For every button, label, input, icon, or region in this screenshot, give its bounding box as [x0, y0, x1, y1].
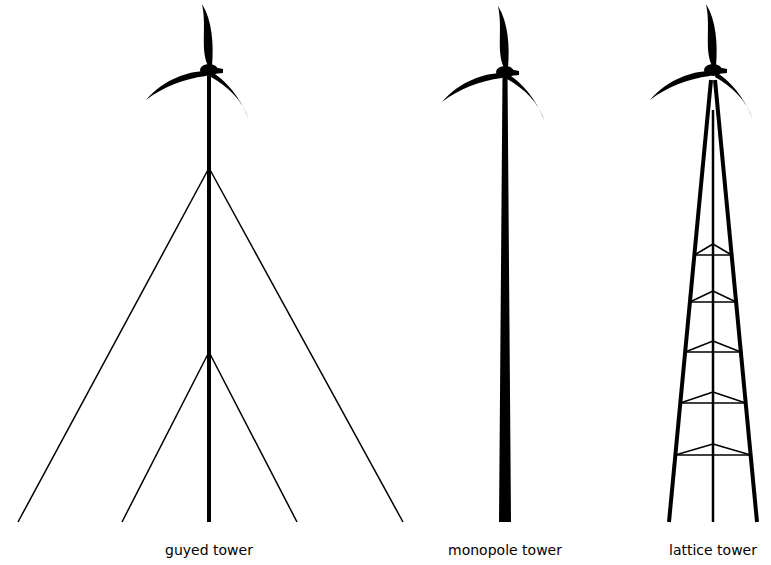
lattice-brace	[713, 392, 746, 403]
lattice-brace	[694, 244, 713, 255]
lattice-brace	[713, 341, 741, 352]
tower-label: monopole tower	[448, 541, 562, 559]
lattice-brace	[680, 402, 745, 404]
lattice-brace	[675, 454, 750, 456]
lattice-brace	[685, 351, 741, 353]
lattice-brace	[680, 392, 713, 403]
tower-label: lattice tower	[669, 541, 757, 559]
tower-label: guyed tower	[165, 541, 253, 559]
lattice-brace	[713, 291, 736, 302]
lattice-brace	[675, 444, 713, 455]
lattice-brace	[690, 301, 736, 303]
lattice-brace	[690, 291, 713, 302]
lattice-brace	[713, 444, 751, 455]
lattice-tower	[650, 4, 757, 522]
guyed-tower	[18, 4, 403, 522]
lattice-brace	[685, 341, 713, 352]
lattice-brace	[713, 244, 732, 255]
lattice-brace	[694, 254, 731, 256]
monopole-tower	[442, 6, 545, 522]
